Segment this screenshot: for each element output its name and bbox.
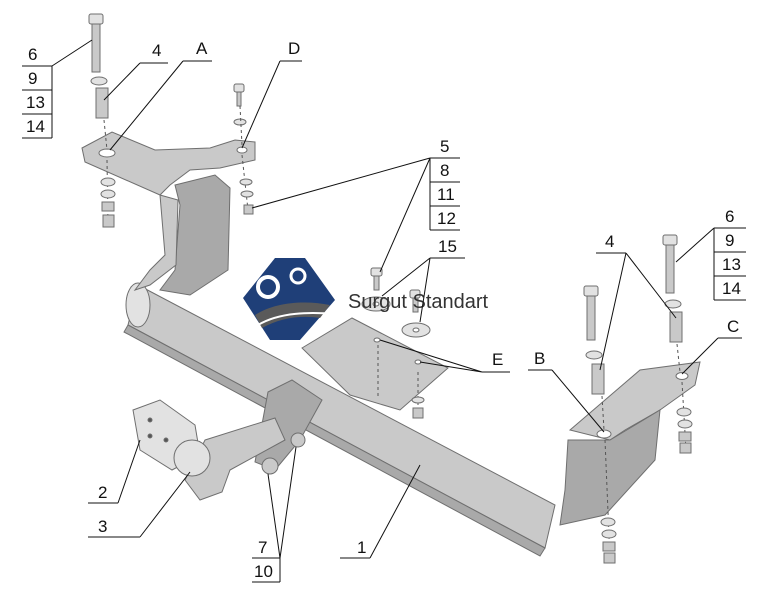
callout-3-label: 3 <box>98 517 107 536</box>
callout-14-left: 14 <box>26 117 45 136</box>
callout-stack-left-top: 6 9 13 14 <box>22 39 93 139</box>
callout-11: 11 <box>437 185 455 204</box>
fasteners-center <box>361 267 431 420</box>
callout-E: E <box>379 339 510 373</box>
callout-8: 8 <box>440 161 449 180</box>
callout-7: 7 <box>258 538 267 557</box>
callout-D-label: D <box>288 39 300 58</box>
callout-B: B <box>528 349 605 433</box>
callout-A: A <box>109 39 212 151</box>
callout-10: 10 <box>254 562 273 581</box>
callout-1: 1 <box>340 464 421 559</box>
towball-assembly <box>132 379 323 501</box>
callout-A-label: A <box>196 39 208 58</box>
callout-9-left: 9 <box>28 69 37 88</box>
left-bracket <box>81 131 256 296</box>
callout-6-right: 6 <box>725 207 734 226</box>
callout-6-left: 6 <box>28 45 37 64</box>
callout-E-label: E <box>492 350 503 369</box>
cross-beam <box>123 282 556 557</box>
brand-logo: Surgut Standart <box>243 258 489 340</box>
callout-B-label: B <box>534 349 545 368</box>
brand-name: Surgut Standart <box>348 291 489 313</box>
callout-15: 15 <box>381 237 465 323</box>
callout-4-left: 4 <box>103 41 168 101</box>
callout-15-label: 15 <box>438 237 457 256</box>
callout-13-left: 13 <box>26 93 45 112</box>
callout-stack-center: 5 8 11 12 <box>251 137 460 273</box>
callout-5: 5 <box>440 137 449 156</box>
callout-4-right-label: 4 <box>605 232 614 251</box>
callout-C: C <box>681 317 742 375</box>
callout-9-right: 9 <box>725 231 734 250</box>
callout-D: D <box>241 39 302 149</box>
slot-C <box>675 372 689 380</box>
callout-4-right: 4 <box>596 232 677 371</box>
callout-stack-right-top: 6 9 13 14 <box>675 207 746 301</box>
slot-B <box>596 429 612 439</box>
callout-13-right: 13 <box>722 255 741 274</box>
callout-1-label: 1 <box>357 538 366 557</box>
callout-2: 2 <box>88 439 141 504</box>
fasteners-right <box>583 234 693 564</box>
right-bracket <box>559 361 701 526</box>
callout-14-right: 14 <box>722 279 741 298</box>
callout-4-label: 4 <box>152 41 161 60</box>
callout-2-label: 2 <box>98 483 107 502</box>
fasteners-left <box>88 13 254 228</box>
callout-12: 12 <box>437 209 456 228</box>
slot-A <box>98 148 116 158</box>
callout-C-label: C <box>727 317 739 336</box>
callout-3: 3 <box>88 471 191 538</box>
callout-stack-7-10: 7 10 <box>252 446 297 583</box>
